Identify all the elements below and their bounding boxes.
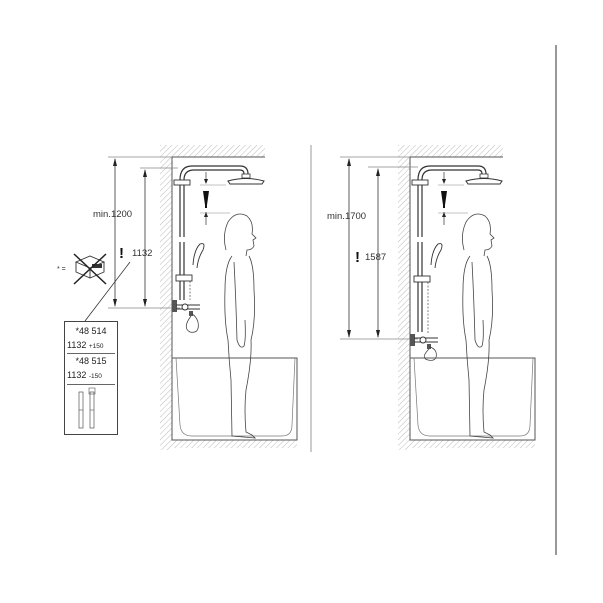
note-row-2-part: *48 515: [75, 356, 107, 366]
dimension-min-1700: min.1700: [327, 211, 367, 222]
exclamation-icon: !: [119, 245, 124, 262]
note-row-1-part: *48 514: [75, 326, 107, 336]
dimension-1587: 1587: [365, 252, 387, 263]
no-box-icon: [73, 253, 107, 285]
page-margin-rule: [555, 45, 557, 555]
note-row-1-value: 1132 +150: [67, 340, 104, 350]
note-divider: [67, 353, 115, 354]
right-fixtures: [409, 165, 536, 441]
note-divider: [67, 384, 115, 385]
part-number-note-box: *48 514 1132 +150 *48 515 1132 -150: [64, 321, 118, 435]
person-silhouette: [224, 213, 257, 439]
prohibition-note-prefix: * =: [57, 266, 66, 273]
dimension-min-1200: min.1200: [93, 209, 133, 220]
left-panel: [73, 145, 298, 450]
note-row-2-value: 1132 -150: [67, 370, 102, 380]
extension-rod-icon: [78, 387, 96, 429]
dimension-1132: 1132: [132, 248, 153, 259]
exclamation-icon: !: [355, 249, 360, 266]
right-dimensions: [340, 156, 418, 340]
